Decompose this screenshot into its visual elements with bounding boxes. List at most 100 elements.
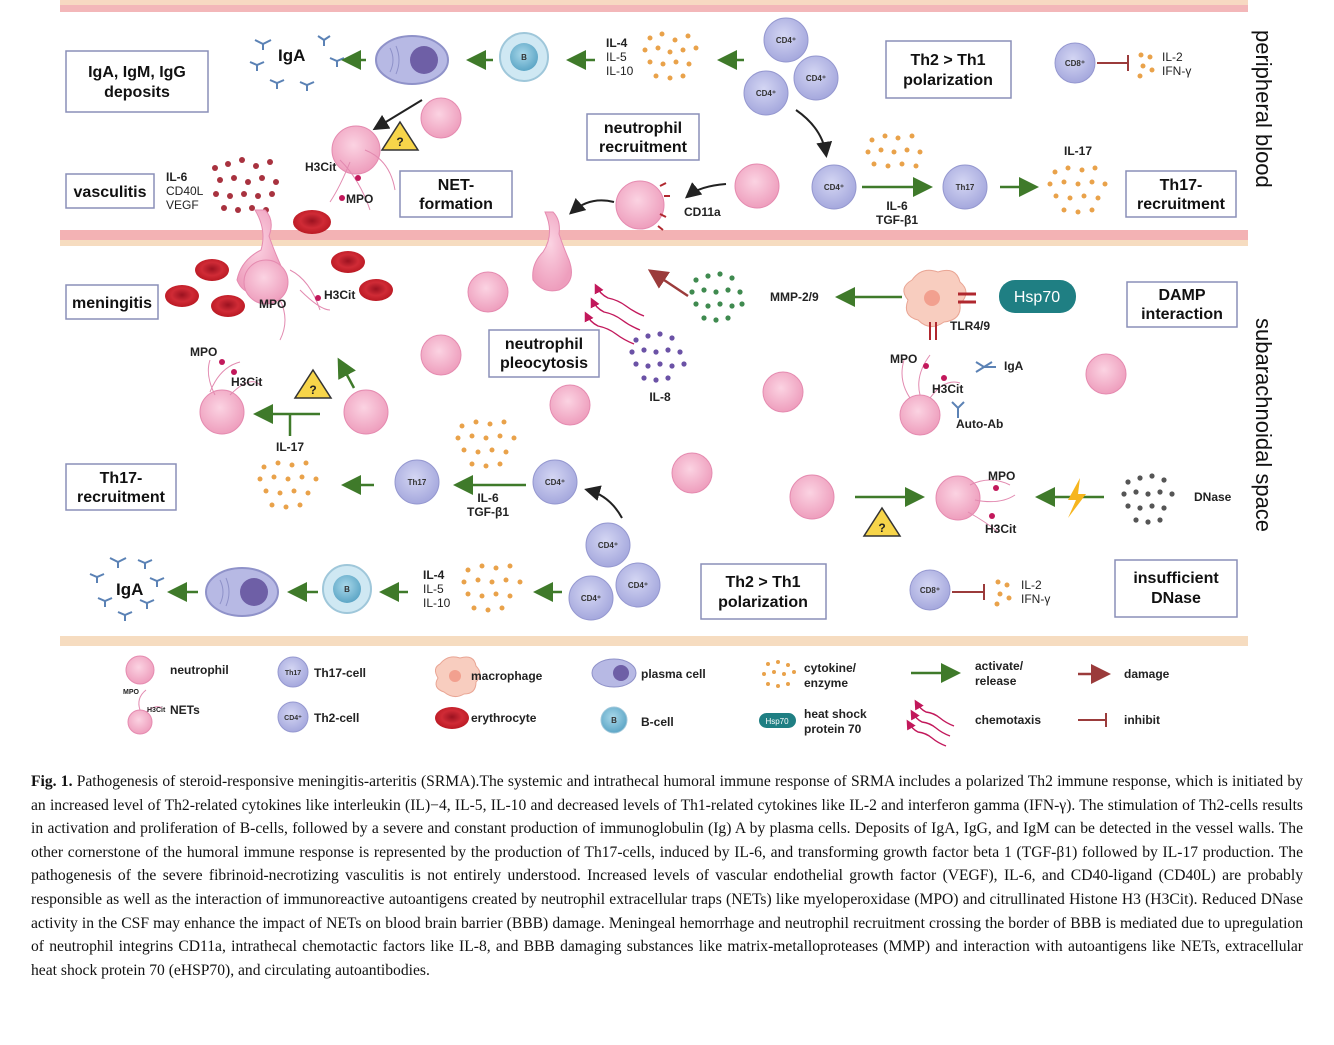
label-tlr: TLR4/9 [950,319,990,333]
hsp70-badge: Hsp70 [999,280,1076,313]
receptor-tlr [929,322,937,340]
box-damp-line1: DAMP [1158,287,1205,304]
cytokine-il17-top [1047,165,1108,215]
cd8-top-label: CD8⁺ [1065,59,1085,68]
legend-damage: damage [1124,667,1170,681]
label-il17-mid: IL-17 [276,440,304,454]
box-neutrophil-recruitment-line2: recruitment [599,139,688,156]
warning-middle-text: ? [309,383,316,397]
cd8-bottom-label: CD8⁺ [920,586,940,595]
label-tgf-top: TGF-β1 [876,213,918,227]
label-ifng-bottom: IFN-γ [1021,592,1050,606]
box-net-formation: NET- formation [399,170,513,218]
b-cell-top-label: B [521,53,527,62]
legend-plasma-cell: plasma cell [641,667,706,681]
cd8-cell-bottom: CD8⁺ [909,569,951,611]
iga-label-bottom: IgA [116,580,143,599]
label-il2-top: IL-2 [1162,50,1183,64]
legend-activate-line2: release [975,674,1017,688]
cd4-top-1: CD4⁺ [776,36,796,45]
cd4-bottom-2: CD4⁺ [628,581,648,590]
th17-cell-top: Th17 [942,164,988,210]
erythrocyte-3 [211,295,245,317]
legend-macrophage-icon [434,656,481,698]
box-damp-line2: interaction [1141,306,1223,323]
warning-right-text: ? [878,521,885,535]
label-il4-bottom: IL-4 [423,568,445,582]
warning-triangle-top: ? [380,120,420,151]
label-cd40l: CD40L [166,184,204,198]
hsp70-label: Hsp70 [1014,289,1060,306]
legend-activate-line1: activate/ [975,659,1024,673]
arrow-il17-to-net [253,404,320,436]
legend-cytokine-line1: cytokine/ [804,661,857,675]
label-il5-top: IL-5 [606,50,627,64]
box-insufficient-dnase: insufficient DNase [1114,559,1238,618]
cytokine-small-bottom [994,579,1012,607]
legend-nets-h3cit: H3Cit [147,707,166,714]
erythrocyte-1 [195,259,229,281]
antibody-autoab [951,401,965,418]
label-mpo-dnase: MPO [988,469,1015,483]
cytokine-tgf-top [865,133,923,169]
box-deposits-line2: deposits [104,84,170,101]
neutrophil-mid-7 [789,474,835,520]
arrow-neutrophil-recruit [684,182,727,199]
neutrophil-mid-4 [671,452,713,494]
net-neutrophil-top [329,125,396,211]
label-mpo-lower: MPO [190,345,217,359]
b-cell-bottom-label: B [344,585,350,594]
box-dnase-line2: DNase [1151,590,1201,607]
cytokine-small-top [1137,52,1155,79]
label-il4-top: IL-4 [606,36,628,50]
warning-triangle-right: ? [862,506,902,537]
cd8-cell-top: CD8⁺ [1054,42,1096,84]
label-ifng-top: IFN-γ [1162,64,1191,78]
box-net-formation-line2: formation [419,196,493,213]
chemotaxis-lines [584,283,645,345]
box-damp-interaction: DAMP interaction [1126,281,1238,328]
label-il5-bottom: IL-5 [423,582,444,596]
label-h3cit-top: H3Cit [305,160,336,174]
cytokine-cluster-il4 [642,31,699,81]
box-meningitis: meningitis [65,284,159,320]
arrow-cd4-cluster-up [584,485,623,519]
cd4-cluster-bottom: CD4⁺ CD4⁺ CD4⁺ [568,522,661,621]
vessel-wall-middle [60,230,1248,246]
b-cell-bottom: B [322,564,372,614]
box-th2-th1-bottom-line1: Th2 > Th1 [725,574,800,591]
legend-hsp-line2: protein 70 [804,722,862,736]
b-cell-top: B [499,32,549,82]
legend-th17-icon-label: Th17 [285,670,301,677]
label-iga-damp: IgA [1004,359,1024,373]
legend-th17-cell: Th17-cell [314,666,366,680]
legend-hsp-icon-label: Hsp70 [765,717,789,726]
legend-erythrocyte: erythrocyte [471,711,537,725]
box-th17-bottom-line2: recruitment [77,489,166,506]
inhibit-cd8-bottom [952,584,985,600]
figure-caption-label: Fig. 1. [31,773,73,790]
label-h3cit-damp: H3Cit [932,382,963,396]
warning-top-text: ? [396,135,403,149]
box-deposits: IgA, IgM, IgG deposits [65,50,209,113]
neutrophil-mid-6 [1085,353,1127,395]
dnase-enzyme-cluster [1121,473,1175,525]
legend-neutrophil-icon [125,655,155,685]
box-meningitis-line1: meningitis [72,295,152,312]
box-vasculitis: vasculitis [65,173,155,209]
vasculitis-cytokines [212,157,279,213]
box-th17-top: Th17- recruitment [1125,170,1237,218]
box-th2-th1-bottom-line2: polarization [718,594,808,611]
box-th17-top-line2: recruitment [1137,196,1226,213]
label-il2-bottom: IL-2 [1021,578,1042,592]
neutrophil-mid-1 [467,271,509,313]
legend-cd4-icon-label: CD4⁺ [284,715,302,722]
iga-label-top: IgA [278,46,305,65]
box-pleocytosis: neutrophil pleocytosis [488,329,600,378]
label-il17-top: IL-17 [1064,144,1092,158]
label-mmp: MMP-2/9 [770,290,819,304]
label-h3cit-dnase: H3Cit [985,522,1016,536]
warning-triangle-middle: ? [293,368,333,399]
neutrophil-top-1 [420,97,462,139]
plasma-cell-bottom [205,567,279,617]
